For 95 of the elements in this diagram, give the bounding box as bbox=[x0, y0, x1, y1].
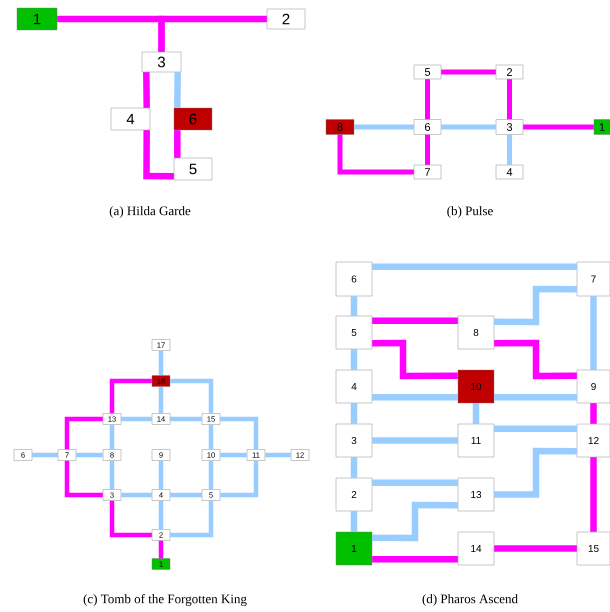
corridor bbox=[143, 72, 150, 108]
corridor bbox=[494, 448, 577, 498]
corridor bbox=[590, 403, 597, 424]
corridor bbox=[350, 296, 358, 316]
room-box: 5 bbox=[336, 316, 372, 350]
corridor bbox=[76, 452, 103, 458]
room-box: 3 bbox=[142, 52, 182, 72]
corridor bbox=[523, 124, 594, 130]
corridor bbox=[158, 16, 267, 52]
corridor bbox=[441, 124, 496, 130]
corridor bbox=[372, 394, 458, 400]
caption: (b) Pulse bbox=[447, 206, 493, 218]
corridor bbox=[425, 79, 430, 120]
room-box: 12 bbox=[576, 424, 610, 458]
room-box: 6 bbox=[336, 262, 372, 296]
room-box: 14 bbox=[458, 532, 494, 566]
room-box: 11 bbox=[458, 424, 494, 458]
corridor bbox=[494, 545, 577, 552]
corridor bbox=[208, 424, 214, 450]
corridor bbox=[170, 500, 214, 538]
corridor bbox=[143, 130, 174, 180]
corridor bbox=[372, 437, 458, 444]
room-box: 8 bbox=[458, 316, 494, 350]
corridor bbox=[441, 70, 496, 74]
corridor bbox=[158, 386, 164, 414]
corridor bbox=[64, 416, 103, 450]
corridor bbox=[590, 457, 597, 532]
room-box: 6 bbox=[174, 108, 212, 130]
corridor bbox=[220, 460, 258, 498]
room-box: 15 bbox=[576, 532, 610, 566]
room-box: 7 bbox=[576, 262, 610, 296]
room-box: 2 bbox=[336, 478, 372, 512]
caption: (c) Tomb of the Forgotten King bbox=[84, 594, 247, 606]
corridor bbox=[170, 416, 202, 422]
caption: (d) Pharos Ascend bbox=[422, 594, 518, 606]
corridor bbox=[350, 511, 358, 532]
room-box: 4 bbox=[496, 164, 524, 180]
room-box: 4 bbox=[110, 108, 150, 130]
corridor bbox=[372, 480, 458, 486]
corridor bbox=[220, 452, 247, 458]
corridor bbox=[158, 540, 164, 558]
corridor bbox=[494, 286, 577, 326]
corridor bbox=[507, 134, 512, 165]
corridor bbox=[372, 556, 458, 562]
corridor bbox=[372, 502, 458, 542]
room-box: 2 bbox=[266, 8, 306, 30]
corridor bbox=[507, 79, 512, 120]
corridor bbox=[110, 460, 114, 490]
corridor bbox=[208, 460, 214, 490]
room-box: 5 bbox=[414, 64, 442, 80]
corridor bbox=[372, 318, 458, 324]
room-box: 1 bbox=[336, 532, 372, 566]
corridor bbox=[350, 349, 358, 370]
room-box: 6 bbox=[414, 119, 442, 135]
corridor bbox=[158, 460, 164, 490]
corridor bbox=[354, 124, 414, 130]
room-box: 3 bbox=[336, 424, 372, 458]
room-box: 2 bbox=[496, 64, 524, 80]
corridor bbox=[110, 424, 114, 450]
corridor bbox=[170, 492, 202, 498]
corridor bbox=[220, 416, 258, 450]
room-box: 13 bbox=[458, 478, 494, 512]
corridor bbox=[425, 134, 430, 165]
corridor bbox=[32, 452, 58, 458]
room-box: 8 bbox=[326, 119, 354, 135]
room-box: 5 bbox=[174, 158, 212, 180]
corridor bbox=[590, 296, 597, 370]
room-box: 1 bbox=[16, 8, 58, 30]
corridor bbox=[170, 378, 214, 414]
corridor bbox=[110, 500, 152, 538]
corridor bbox=[265, 452, 291, 458]
corridor bbox=[121, 492, 152, 498]
room-box: 1 bbox=[594, 119, 610, 135]
caption: (a) Hilda Garde bbox=[110, 206, 190, 218]
corridor bbox=[494, 426, 577, 432]
corridor bbox=[350, 457, 358, 478]
room-box: 3 bbox=[496, 119, 524, 135]
corridor bbox=[64, 460, 103, 498]
corridor bbox=[158, 350, 164, 376]
corridor bbox=[372, 340, 458, 380]
corridor bbox=[174, 72, 181, 108]
room-box: 10 bbox=[458, 370, 494, 404]
corridor bbox=[372, 264, 577, 270]
corridor bbox=[494, 340, 577, 380]
room-box: 9 bbox=[576, 370, 610, 404]
room-box: 7 bbox=[414, 164, 442, 180]
corridor bbox=[158, 500, 164, 530]
corridor bbox=[350, 403, 358, 424]
corridor bbox=[494, 394, 577, 400]
corridor bbox=[472, 403, 480, 424]
room-box: 4 bbox=[336, 370, 372, 404]
corridor bbox=[110, 378, 152, 414]
corridor bbox=[121, 416, 152, 422]
corridor bbox=[174, 130, 181, 158]
corridor bbox=[338, 134, 414, 174]
